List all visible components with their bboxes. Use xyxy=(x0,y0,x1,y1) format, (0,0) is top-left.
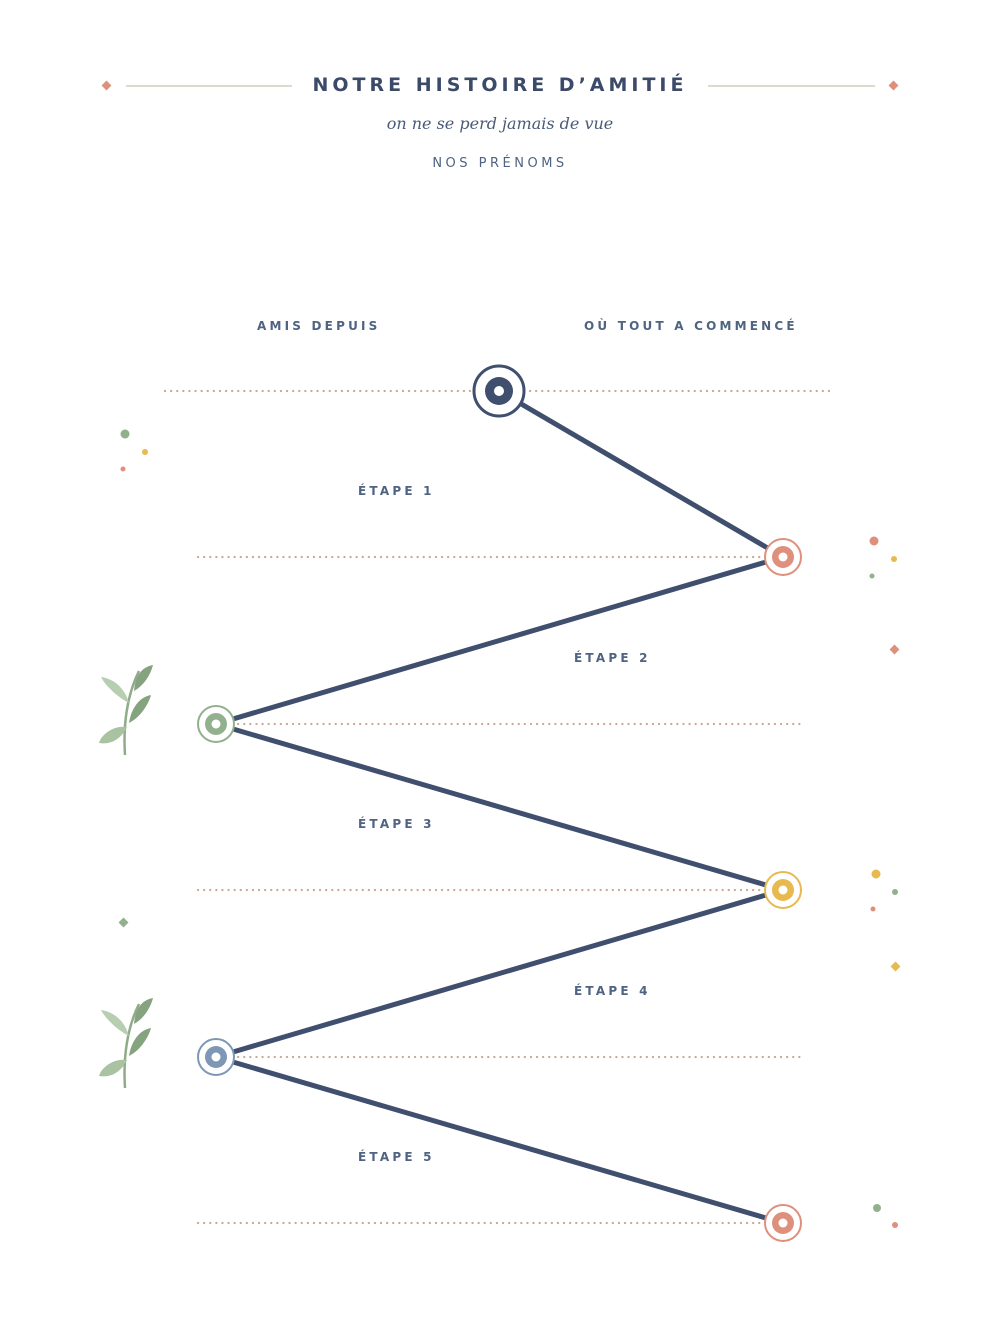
timeline-node-step-2 xyxy=(197,705,235,743)
step-label-4: ÉTAPE 4 xyxy=(574,984,651,998)
timeline-node-start xyxy=(472,364,526,418)
page-title: NOTRE HISTOIRE D’AMITIÉ xyxy=(312,74,688,96)
step-label-2: ÉTAPE 2 xyxy=(574,651,651,665)
diamond-icon xyxy=(101,80,112,91)
dotted-guides xyxy=(163,389,837,1225)
names-heading: NOS PRÉNOMS xyxy=(432,156,568,171)
step-label-3: ÉTAPE 3 xyxy=(358,817,435,831)
leaf-sprig-icon xyxy=(99,998,153,1089)
timeline-node-step-5 xyxy=(764,1204,802,1242)
step-label-5: ÉTAPE 5 xyxy=(358,1150,435,1164)
confetti-decoration xyxy=(118,429,901,1228)
timeline-connector xyxy=(213,388,786,1226)
timeline-node-step-4 xyxy=(197,1038,235,1076)
step-label-1: ÉTAPE 1 xyxy=(358,484,435,498)
timeline-node-step-1 xyxy=(764,538,802,576)
timeline-node-step-3 xyxy=(764,871,802,909)
page-subtitle: on ne se perd jamais de vue xyxy=(386,114,614,133)
where-it-started-label: OÙ TOUT A COMMENCÉ xyxy=(584,319,798,333)
friends-since-label: AMIS DEPUIS xyxy=(257,319,381,333)
diamond-icon xyxy=(888,80,899,91)
leaf-sprig-icon xyxy=(99,665,153,756)
